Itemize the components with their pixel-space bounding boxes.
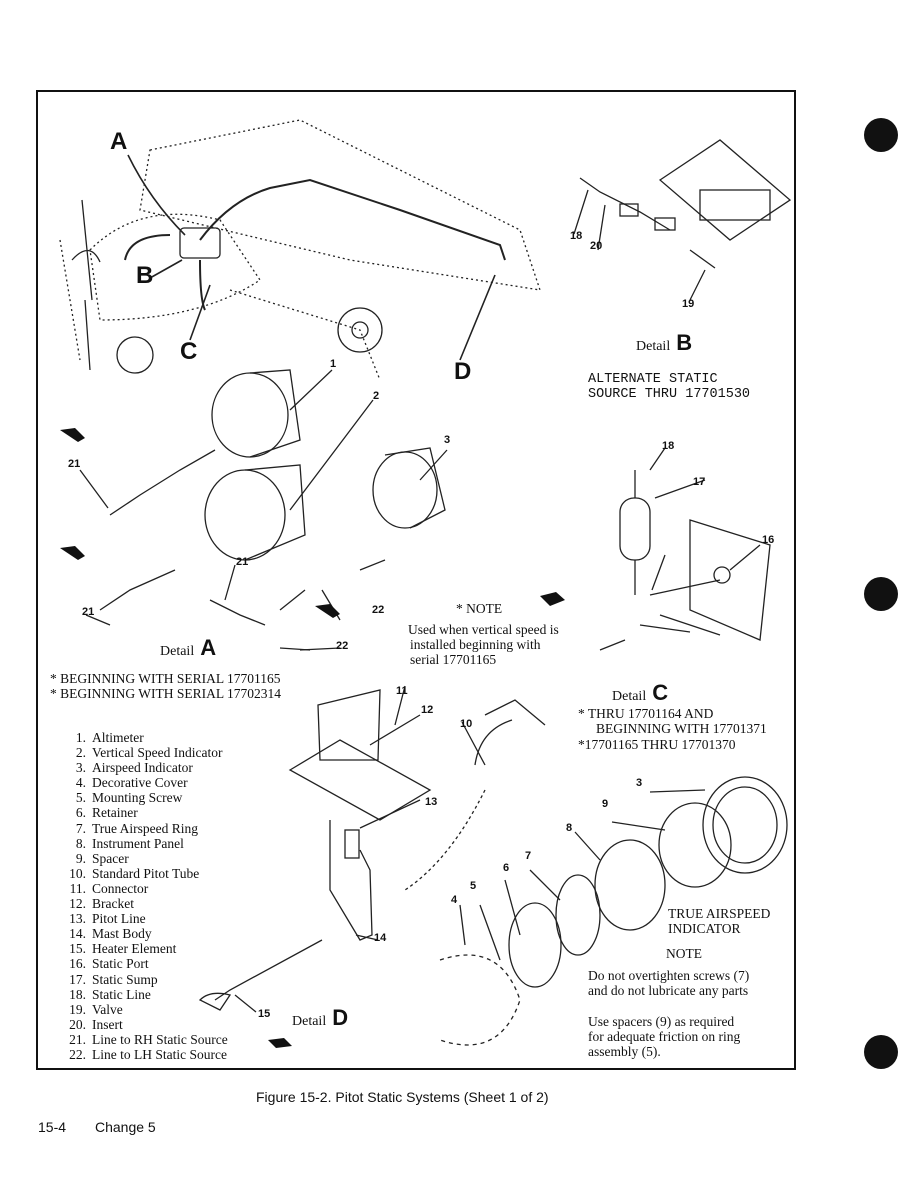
detail-b-drawing [573,139,792,301]
pitot-line-route [199,178,506,261]
note-vsi-line-3: serial 17701165 [410,652,497,667]
list-item: 8.Instrument Panel [75,835,184,851]
index-18-detail-b: 18 [570,230,583,242]
footer-page-number: 15-4 [38,1119,67,1135]
index-22a: 22 [372,604,385,616]
index-12: 12 [421,704,434,716]
index-4: 4 [451,894,458,906]
list-item: 2.Vertical Speed Indicator [75,745,223,761]
note-vsi-title: * NOTE [456,601,503,616]
list-item: 9.Spacer [75,850,129,866]
index-18: 18 [662,440,675,452]
index-13: 13 [425,796,438,808]
list-item: 19.Valve [69,1001,123,1017]
detail-c-note-3: *17701165 THRU 17701370 [578,737,736,752]
index-11: 11 [396,685,408,697]
tas-label-line-1: TRUE AIRSPEED [668,906,771,921]
note2-line-1: Do not overtighten screws (7) [588,968,750,983]
note2-title: NOTE [666,946,702,961]
list-item: 3.Airspeed Indicator [75,760,193,776]
index-8: 8 [566,822,573,834]
footer-change: Change 5 [95,1119,156,1135]
index-22b: 22 [336,640,349,652]
index-10: 10 [460,718,473,730]
callout-c: C [180,338,198,365]
detail-c-note-1: * THRU 17701164 AND [578,706,714,721]
index-6: 6 [503,862,510,874]
detail-a-drawing [79,369,448,651]
note2-line-2: and do not lubricate any parts [588,983,749,998]
list-item: 5.Mounting Screw [75,790,183,806]
index-19: 19 [682,298,695,310]
index-17: 17 [693,476,706,488]
serial-note-2: * BEGINNING WITH SERIAL 17702314 [50,686,281,701]
list-item: 7.True Airspeed Ring [75,820,199,836]
list-item: 20.Insert [69,1016,123,1032]
index-3b: 3 [636,777,643,789]
index-5: 5 [470,880,477,892]
list-item: 12.Bracket [69,896,134,912]
index-21a: 21 [68,458,81,470]
list-item: 15.Heater Element [69,941,177,957]
list-item: 14.Mast Body [69,926,152,942]
list-item: 11.Connector [69,880,149,896]
airplane-outline [59,119,541,381]
list-item: 6.Retainer [75,805,138,821]
note-vsi-line-1: Used when vertical speed is [408,622,559,637]
right-wheel [337,307,383,353]
index-21c: 21 [236,556,249,568]
index-1: 1 [330,358,337,370]
alternate-static-line-2: SOURCE THRU 17701530 [588,387,751,402]
index-16: 16 [762,534,775,546]
index-20: 20 [590,240,603,252]
serial-note-1: * BEGINNING WITH SERIAL 17701165 [50,671,281,686]
list-item: 13.Pitot Line [69,911,146,927]
instrument-cluster [179,227,221,259]
index-9: 9 [602,798,609,810]
index-14: 14 [374,932,387,944]
note-vsi-line-2: installed beginning with [410,637,541,652]
note2-line-6: assembly (5). [588,1044,661,1059]
binding-hole-top [864,118,898,152]
callout-d: D [454,358,472,385]
tas-label-line-2: INDICATOR [668,921,741,936]
parts-list: 1.Altimeter 2.Vertical Speed Indicator 3… [58,730,228,1062]
list-item: 4.Decorative Cover [75,775,188,791]
figure-frame [36,90,796,1070]
binding-hole-middle [864,577,898,611]
callout-a: A [110,128,128,155]
list-item: 22.Line to LH Static Source [69,1046,227,1062]
alternate-static-line-1: ALTERNATE STATIC [588,372,718,387]
note2-line-5: for adequate friction on ring [588,1029,741,1044]
index-15: 15 [258,1008,271,1020]
list-item: 17.Static Sump [69,971,158,987]
detail-c-note-2: BEGINNING WITH 17701371 [596,721,767,736]
binding-hole-bottom [864,1035,898,1069]
list-item: 1.Altimeter [75,730,144,745]
left-wheel [116,336,154,374]
list-item: 18.Static Line [69,986,151,1002]
index-7: 7 [525,850,532,862]
callout-b: B [136,262,154,289]
list-item: 16.Static Port [69,956,149,972]
index-21b: 21 [82,606,95,618]
list-item: 10.Standard Pitot Tube [69,865,200,881]
figure-caption: Figure 15-2. Pitot Static Systems (Sheet… [256,1089,549,1105]
detail-d-drawing [198,685,546,1013]
detail-c-drawing [599,447,771,651]
index-2: 2 [373,390,380,402]
index-3: 3 [444,434,451,446]
note2-line-4: Use spacers (9) as required [588,1014,735,1029]
propeller [71,199,101,371]
list-item: 21.Line to RH Static Source [69,1031,228,1047]
instrument-exploded-drawing [439,776,788,1046]
